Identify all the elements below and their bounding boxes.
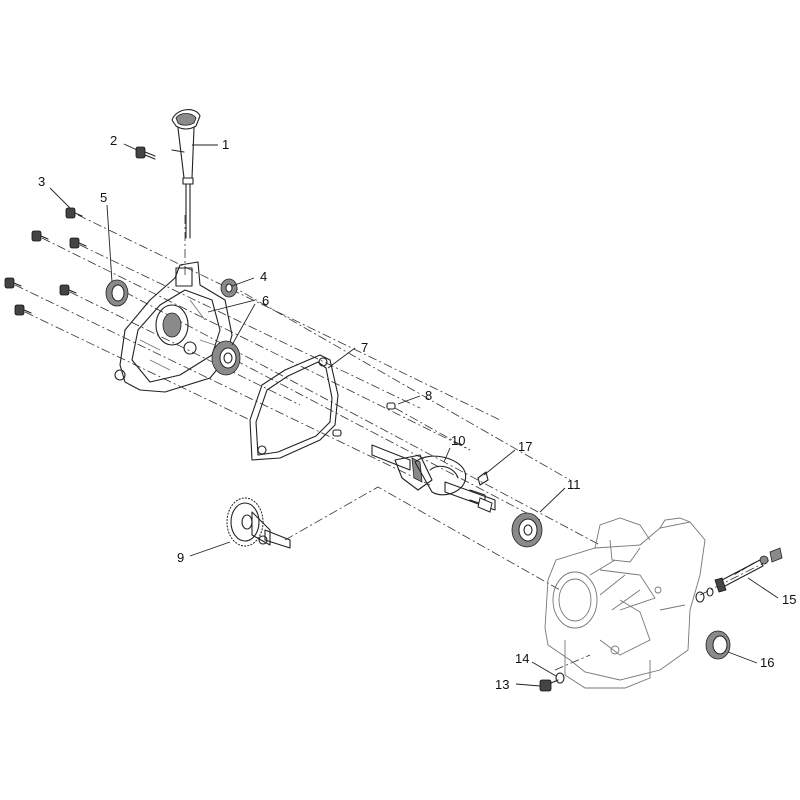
callout-9: 9 <box>177 550 184 565</box>
callout-16: 16 <box>760 655 774 670</box>
part-9-camshaft <box>226 497 291 549</box>
part-5-oil-seal <box>105 279 129 307</box>
part-7-gasket <box>249 354 339 461</box>
bolt <box>69 237 87 249</box>
part-2-screw <box>135 146 156 160</box>
alignment-lines <box>14 214 781 671</box>
part-15-governor-shaft <box>695 547 783 603</box>
callout-4: 4 <box>260 269 267 284</box>
bolt <box>14 304 32 316</box>
callout-15: 15 <box>782 592 796 607</box>
callout-3: 3 <box>38 174 45 189</box>
callout-10: 10 <box>451 433 465 448</box>
callout-5: 5 <box>100 190 107 205</box>
bolt <box>31 230 49 242</box>
part-10-crankshaft <box>371 444 496 513</box>
part-11-bearing <box>511 512 543 548</box>
callout-1: 1 <box>222 137 229 152</box>
callout-17: 17 <box>518 439 532 454</box>
leader-lines <box>49 143 779 687</box>
crankcase-cover <box>114 261 233 393</box>
bolt <box>4 277 22 289</box>
callout-7: 7 <box>361 340 368 355</box>
callout-14: 14 <box>515 651 529 666</box>
dowel-pin <box>332 429 342 437</box>
callout-11: 11 <box>567 477 581 492</box>
bolts-group <box>4 207 87 316</box>
callout-8: 8 <box>425 388 432 403</box>
part-4-governor-gear <box>220 278 238 298</box>
bolt <box>59 284 77 296</box>
part-13-bolt <box>539 679 559 692</box>
callout-2: 2 <box>110 133 117 148</box>
part-16-oil-seal <box>705 630 731 660</box>
bolt <box>65 207 83 219</box>
part-14-washer <box>555 672 565 684</box>
callout-6: 6 <box>262 293 269 308</box>
callout-labels: 1 2 3 5 4 6 7 8 10 17 11 9 15 16 14 13 <box>38 133 796 692</box>
part-6-bearing <box>211 340 241 376</box>
engine-block <box>544 517 706 689</box>
part-17-key <box>477 471 489 486</box>
part-8-dowel-pin <box>386 402 396 410</box>
part-1-dipstick <box>171 109 201 239</box>
callout-13: 13 <box>495 677 509 692</box>
